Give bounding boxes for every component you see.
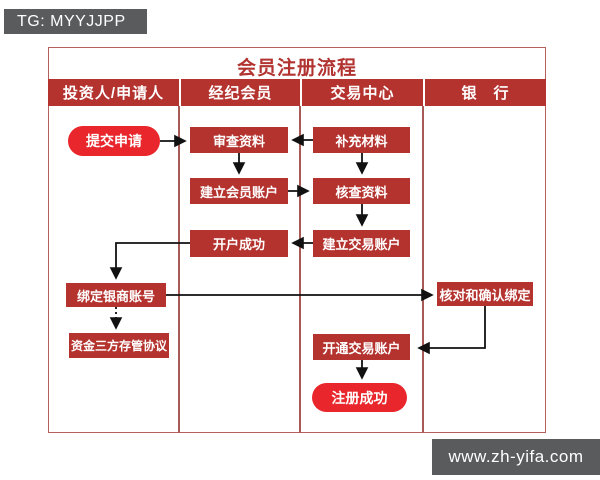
node-review-materials: 审查资料 [190,127,288,153]
node-verify-materials: 核查资料 [313,178,410,204]
arrow-opened-to-bind [109,242,190,280]
node-confirm-binding: 核对和确认绑定 [437,282,533,306]
arrow-confirm-to-activate [417,306,486,355]
column-header-bank: 银 行 [423,79,546,106]
swimlane-header-row: 投资人/申请人 经纪会员 交易中心 银 行 [48,79,546,106]
lane-divider-1 [178,106,180,433]
node-submit-application: 提交申请 [68,126,160,156]
flowchart-title: 会员注册流程 [236,58,357,79]
node-supplement-materials: 补充材料 [313,127,410,153]
column-header-broker-member: 经纪会员 [179,79,300,106]
node-registration-success: 注册成功 [312,383,407,412]
lane-divider-3 [422,106,424,433]
node-tripartite-custody-agreement: 资金三方存管协议 [69,333,169,358]
column-header-investor: 投资人/申请人 [48,79,179,106]
lane-divider-2 [299,106,301,433]
website-watermark-badge: www.zh-yifa.com [432,439,600,475]
node-account-opened: 开户成功 [190,230,288,257]
column-header-trading-center: 交易中心 [300,79,423,106]
node-create-member-account: 建立会员账户 [190,178,288,204]
node-bind-bank-account: 绑定银商账号 [66,283,166,307]
node-create-trading-account: 建立交易账户 [313,230,410,257]
tg-watermark-badge: TG: MYYJJPP [4,9,147,34]
node-activate-trading-account: 开通交易账户 [313,334,410,360]
